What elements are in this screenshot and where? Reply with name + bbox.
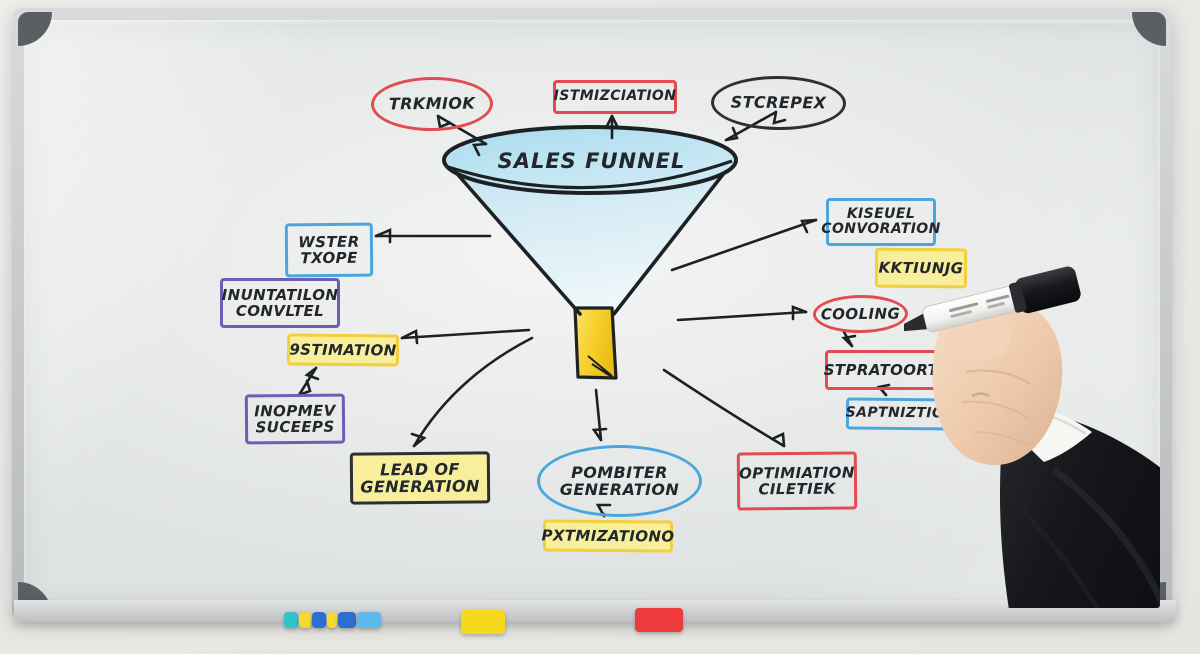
node-inopmev[interactable]: INOPMEV SUCEEPS — [244, 393, 346, 445]
node-istmizcation[interactable]: ISTMIZCIATION — [553, 80, 677, 114]
node-pxtmization[interactable]: PXTMIZATIONO — [541, 519, 675, 553]
node-wstep-txope[interactable]: WSTER TXOPE — [284, 222, 374, 278]
funnel-title: SALES FUNNEL — [497, 148, 686, 173]
hand-with-marker — [901, 260, 1160, 608]
marker-yellow2[interactable] — [327, 612, 337, 628]
node-kiseuel[interactable]: KISEUEL CONVORATION — [821, 198, 940, 246]
marker-lightblue[interactable] — [357, 612, 381, 628]
marker-yellow-big[interactable] — [461, 610, 505, 634]
node-9stimation[interactable]: 9STIMATION — [286, 333, 400, 367]
node-optimiation[interactable]: OPTIMIATION CILETIEK — [736, 451, 858, 511]
node-lead-of-gen[interactable]: LEAD OF GENERATION — [349, 451, 491, 505]
arm-illustration — [901, 266, 1160, 608]
connector-arrows — [297, 110, 891, 518]
marker-red-big[interactable] — [635, 608, 683, 632]
node-inuntation[interactable]: INUNTATILON CONVLTEL — [220, 278, 340, 328]
marker-blue1[interactable] — [312, 612, 326, 628]
diagram-strokes — [297, 110, 891, 518]
funnel-shape — [442, 125, 738, 380]
node-pombiter[interactable]: POMBITER GENERATION — [537, 445, 702, 517]
marker-blue2[interactable] — [338, 612, 356, 628]
marker-yellow1[interactable] — [299, 612, 311, 628]
marker-cyan[interactable] — [284, 612, 298, 628]
